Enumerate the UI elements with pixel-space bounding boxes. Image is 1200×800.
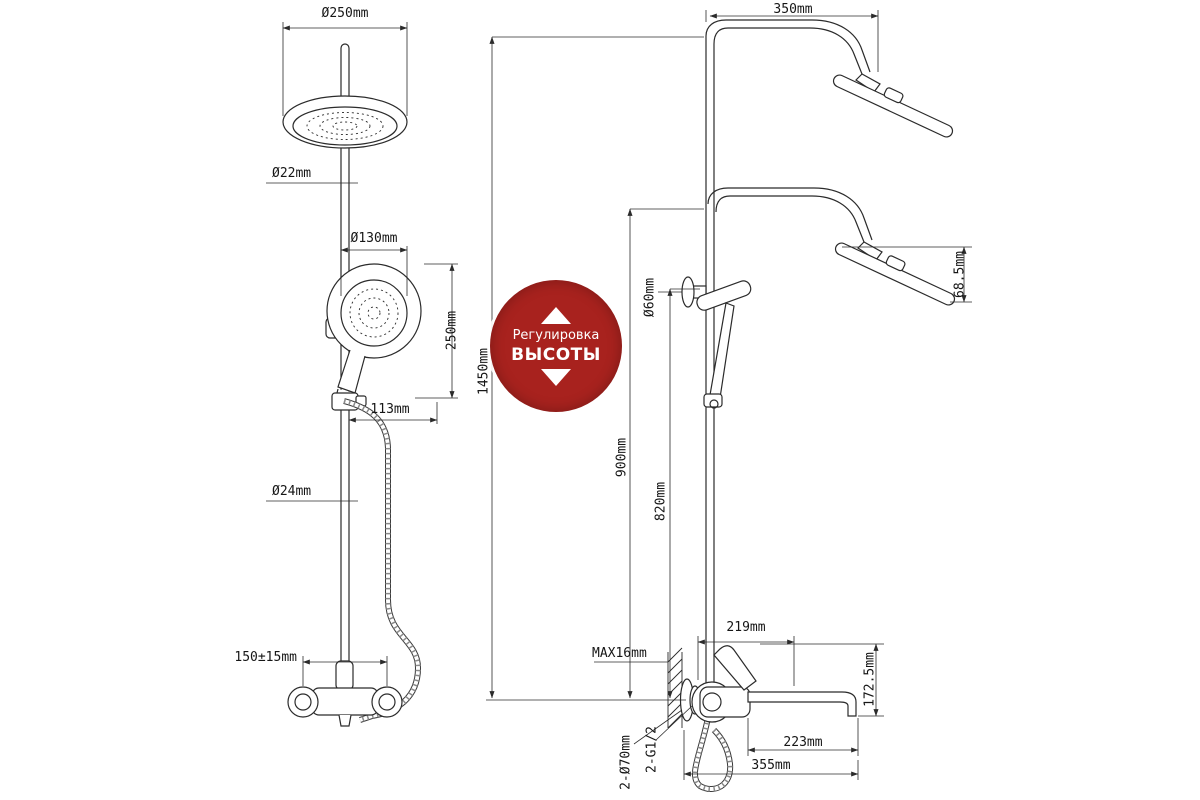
side-dimensions: [486, 10, 972, 780]
dim-upper-height: 900mm: [614, 437, 630, 478]
dim-mixer-spacing: 150±15mm: [234, 650, 297, 665]
front-view: [282, 43, 422, 688]
dim-base-width: 355mm: [751, 758, 791, 773]
riser-pipe-front: [340, 148, 350, 688]
arrow-up-icon: [541, 306, 571, 324]
hand-shower-side: [696, 280, 752, 409]
dim-lower-height: 820mm: [653, 481, 669, 522]
dim-hand-shower-diameter: Ø130mm: [350, 231, 398, 246]
dim-lower-pipe-diameter: Ø24mm: [272, 484, 312, 499]
top-stem: [340, 43, 350, 96]
badge-text-line2: ВЫСОТЫ: [511, 344, 601, 365]
spout: [747, 691, 857, 717]
upper-arm-head: [705, 19, 959, 140]
dim-mixer-height: 172.5mm: [862, 652, 878, 707]
side-view: [681, 19, 961, 700]
front-dimensions: [266, 22, 458, 686]
dim-spout-reach: 223mm: [783, 735, 823, 750]
dim-wall-thickness-max: MAX16mm: [592, 646, 647, 661]
dim-spout-length: 219mm: [726, 620, 766, 635]
dim-arm-length: 350mm: [773, 2, 813, 17]
dim-holes: 2-Ø70mm: [618, 735, 634, 790]
dim-bracket-length: 113mm: [370, 402, 410, 417]
mixer-side: [667, 645, 857, 729]
dim-escutcheon-diameter: Ø60mm: [642, 277, 658, 318]
dim-hand-shower-length: 250mm: [444, 310, 460, 351]
riser-pipe-side: [705, 36, 715, 700]
dim-head-diameter: Ø250mm: [321, 6, 369, 21]
mixer-lever: [713, 645, 757, 691]
height-adjustment-badge: Регулировка ВЫСОТЫ: [490, 280, 622, 412]
dim-head-drop: 68.5mm: [952, 251, 968, 298]
shower-hose-front: [343, 398, 422, 723]
hand-shower-front: [326, 263, 422, 402]
rain-head-front: [282, 95, 408, 149]
dim-thread: 2-G1/2: [644, 726, 660, 773]
arrow-down-icon: [541, 368, 571, 386]
dim-pipe-diameter: Ø22mm: [272, 166, 312, 181]
shower-hose-side: [691, 717, 734, 793]
badge-text-line1: Регулировка: [512, 327, 600, 343]
mixer-front: [287, 660, 403, 727]
